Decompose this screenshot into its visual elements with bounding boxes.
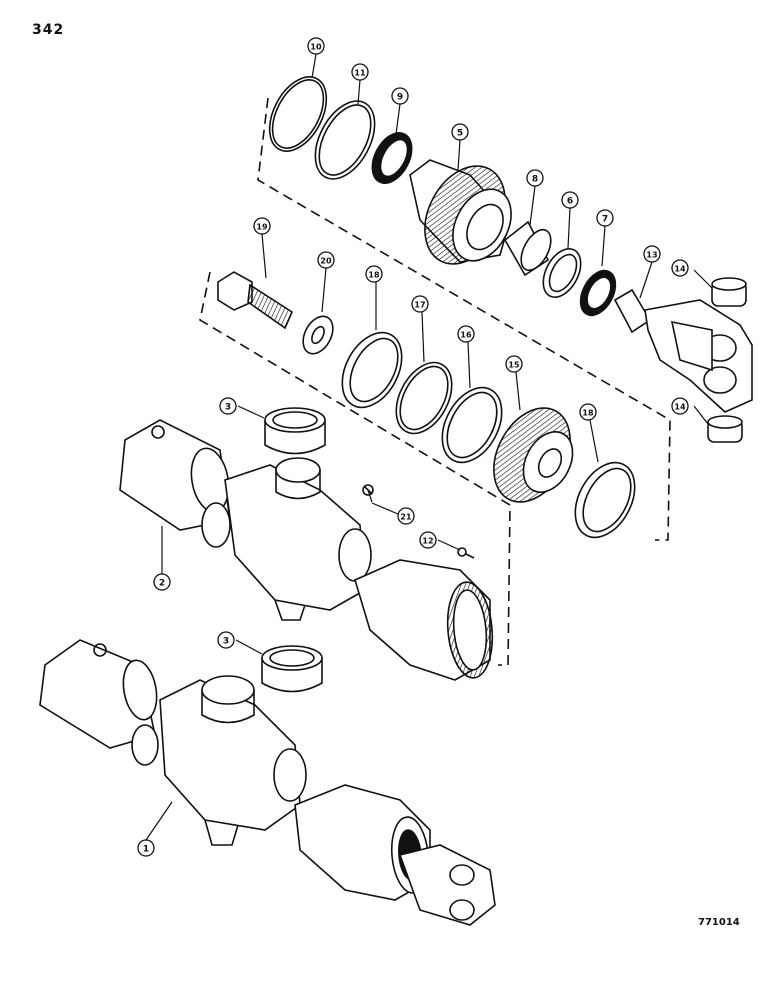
callout-3b: 3 xyxy=(217,631,235,649)
callout-circle xyxy=(411,295,429,313)
callout-circle xyxy=(391,87,409,105)
callout-label: 7 xyxy=(602,215,608,225)
callout-circle xyxy=(351,63,369,81)
callout-label: 10 xyxy=(310,43,322,52)
callout-label: 13 xyxy=(646,251,657,260)
callout-label: 21 xyxy=(400,513,412,522)
part-6-ring xyxy=(542,248,582,298)
callout-circle xyxy=(643,245,661,263)
callout-20: 20 xyxy=(317,251,335,269)
part-7-seal xyxy=(579,269,617,317)
callout-9: 9 xyxy=(391,87,409,105)
callout-layer: 10 11 9 5 8 6 7 13 14 14 19 20 18 17 16 15 18 3 21 12 2 3 1 xyxy=(137,37,689,857)
part-18-wear-ring-lower xyxy=(574,461,636,539)
callout-label: 11 xyxy=(354,69,366,78)
callout-17: 17 xyxy=(411,295,429,313)
callout-13: 13 xyxy=(643,245,661,263)
part-1-cylinder-assembly xyxy=(39,639,496,926)
callout-circle xyxy=(671,397,689,415)
callout-circle xyxy=(137,839,155,857)
group-boundary-upper xyxy=(257,97,671,541)
callout-18b: 18 xyxy=(579,403,597,421)
callout-label: 9 xyxy=(397,93,403,103)
callout-label: 15 xyxy=(508,361,520,370)
callout-circle xyxy=(365,265,383,283)
callout-circle xyxy=(671,259,689,277)
callout-19: 19 xyxy=(253,217,271,235)
callout-circle xyxy=(451,123,469,141)
callout-16: 16 xyxy=(457,325,475,343)
callout-label: 14 xyxy=(674,265,686,274)
callout-12: 12 xyxy=(419,531,437,549)
callout-5: 5 xyxy=(451,123,469,141)
part-18-wear-ring-upper xyxy=(341,331,403,409)
part-14-bushing-upper xyxy=(711,277,747,307)
group-boundary-lower xyxy=(199,271,511,666)
part-16-seal-ring xyxy=(441,386,503,464)
part-10-oring xyxy=(268,76,328,152)
callout-label: 17 xyxy=(414,301,425,310)
callout-11: 11 xyxy=(351,63,369,81)
callout-circle xyxy=(579,403,597,421)
callout-circle xyxy=(505,355,523,373)
callout-circle xyxy=(596,209,614,227)
callout-label: 2 xyxy=(159,579,165,589)
leader-lines xyxy=(145,53,713,841)
callout-circle xyxy=(526,169,544,187)
part-5-gland xyxy=(409,159,512,265)
callout-label: 18 xyxy=(368,271,380,280)
callout-circle xyxy=(317,251,335,269)
part-11-backup-ring xyxy=(314,100,376,180)
callout-label: 6 xyxy=(567,197,573,207)
callout-circle xyxy=(253,217,271,235)
part-13-rod-clevis xyxy=(613,288,753,413)
part-12-screw xyxy=(457,547,475,559)
callout-circle xyxy=(561,191,579,209)
callout-label: 3 xyxy=(223,637,229,647)
part-17-seal-ring xyxy=(395,361,453,435)
callout-circle xyxy=(419,531,437,549)
callout-label: 20 xyxy=(320,257,332,266)
part-2-cylinder-barrel xyxy=(119,419,494,681)
callout-18a: 18 xyxy=(365,265,383,283)
callout-8: 8 xyxy=(526,169,544,187)
callout-15: 15 xyxy=(505,355,523,373)
callout-circle xyxy=(307,37,325,55)
callout-14b: 14 xyxy=(671,397,689,415)
part-19-bolt xyxy=(217,271,294,330)
callout-3a: 3 xyxy=(219,397,237,415)
callout-circle xyxy=(217,631,235,649)
callout-7: 7 xyxy=(596,209,614,227)
page-number: 342 xyxy=(32,22,65,38)
callout-circle xyxy=(397,507,415,525)
callout-label: 8 xyxy=(532,175,538,185)
part-3-bushing-upper xyxy=(264,407,326,455)
callout-6: 6 xyxy=(561,191,579,209)
callout-2: 2 xyxy=(153,573,171,591)
drawing-number: 771014 xyxy=(698,917,740,928)
callout-label: 18 xyxy=(582,409,594,418)
callout-circle xyxy=(153,573,171,591)
callout-label: 3 xyxy=(225,403,231,413)
callout-21: 21 xyxy=(397,507,415,525)
callout-14a: 14 xyxy=(671,259,689,277)
callout-label: 5 xyxy=(457,129,463,139)
callout-label: 14 xyxy=(674,403,686,412)
part-15-piston xyxy=(493,407,574,503)
part-20-washer xyxy=(302,315,334,355)
part-8-bushing xyxy=(503,220,552,277)
callout-label: 19 xyxy=(256,223,268,232)
callout-label: 16 xyxy=(460,331,472,340)
callout-label: 12 xyxy=(422,537,433,546)
part-3-bushing-lower xyxy=(261,645,323,693)
callout-circle xyxy=(457,325,475,343)
callout-label: 1 xyxy=(143,845,149,855)
part-9-wiper-seal xyxy=(371,132,413,184)
part-14-bushing-lower xyxy=(707,415,743,443)
callout-circle xyxy=(219,397,237,415)
callout-1: 1 xyxy=(137,839,155,857)
callout-10: 10 xyxy=(307,37,325,55)
